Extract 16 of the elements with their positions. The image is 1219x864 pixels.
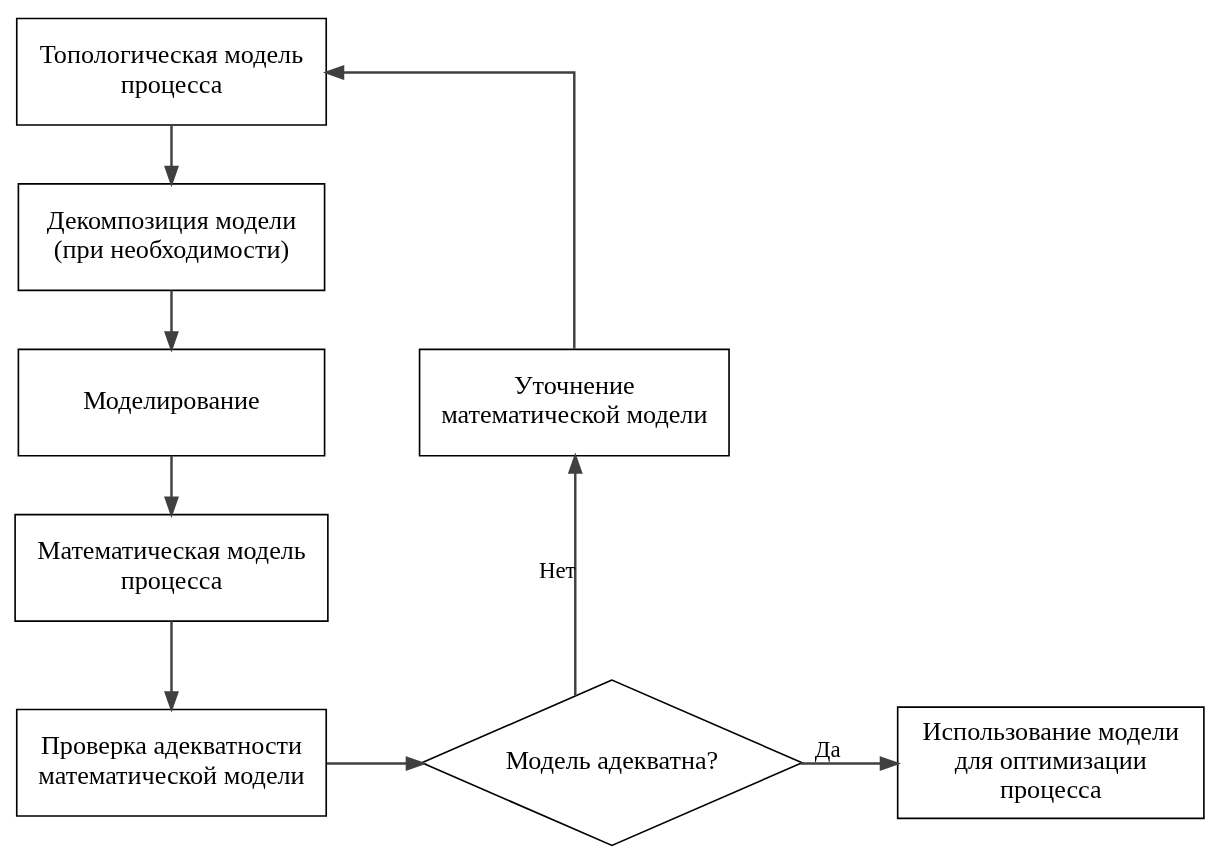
node-box: Топологическая модель процесса xyxy=(15,17,328,126)
arrow xyxy=(164,621,179,713)
arrow xyxy=(164,455,179,518)
node-box: Проверка адекватности математической модели xyxy=(15,708,328,817)
arrow xyxy=(326,756,428,772)
node-box: Моделирование xyxy=(17,348,326,457)
node-box: Использование модели для оптимизации процесса xyxy=(896,706,1205,820)
arrow xyxy=(800,756,902,772)
node-box: Уточнение математической модели xyxy=(418,348,730,457)
arrow xyxy=(322,65,576,349)
arrow xyxy=(164,125,179,188)
edge-label: Да xyxy=(814,737,841,763)
arrow xyxy=(567,452,583,696)
arrow xyxy=(164,290,179,353)
node-box: Декомпозиция модели (при необходимости) xyxy=(17,183,326,292)
node-box: Математическая модель процесса xyxy=(14,513,329,622)
